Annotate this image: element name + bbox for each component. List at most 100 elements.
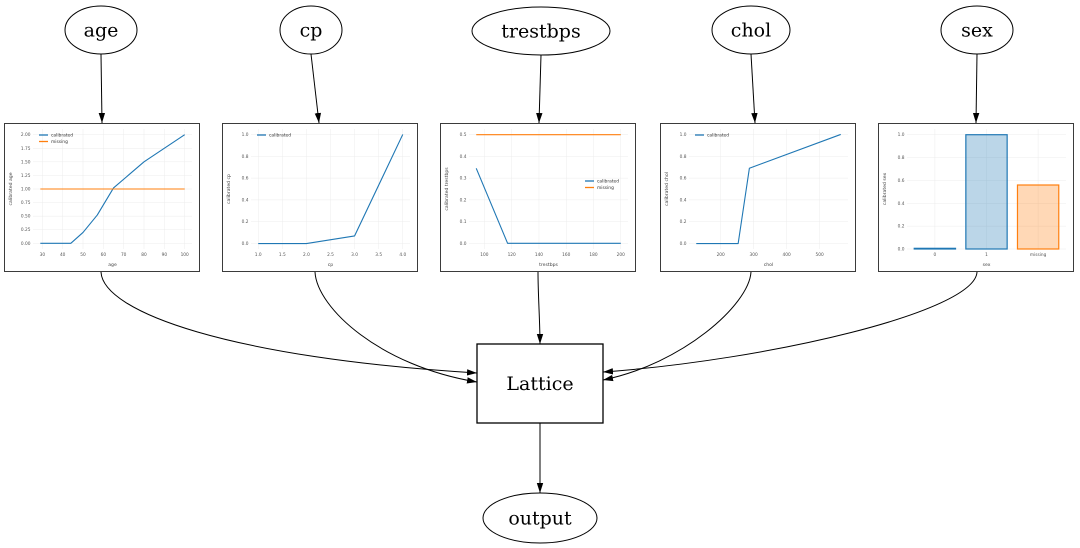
x-tick-label: 100 <box>181 252 189 258</box>
sex-label: sex <box>961 20 993 42</box>
y-tick-label: 1.0 <box>242 132 249 138</box>
series-calibrated <box>696 133 841 245</box>
y-tick-label: 2.00 <box>21 132 31 138</box>
x-tick-label: 90 <box>162 252 168 258</box>
age-label: age <box>84 20 119 42</box>
edge-sex-to-calibrator <box>972 53 980 124</box>
series-calibrated <box>475 168 621 244</box>
output-label: output <box>508 508 572 530</box>
legend-label: calibrated <box>269 133 291 139</box>
output-ellipse <box>482 492 598 544</box>
y-tick-label: 0.0 <box>680 241 687 247</box>
x-tick-label: 0 <box>934 252 937 258</box>
x-tick-label: 1.5 <box>279 252 286 258</box>
y-tick-label: 0.4 <box>680 197 687 203</box>
edge-age-to-calibrator <box>98 53 106 124</box>
x-tick-label: 100 <box>480 252 488 258</box>
y-tick-label: 0.8 <box>898 155 905 161</box>
x-tick-label: 2.0 <box>303 252 310 258</box>
x-tick-label: 30 <box>40 252 46 258</box>
y-tick-label: 0.8 <box>242 154 249 160</box>
y-tick-label: 0.25 <box>21 227 31 233</box>
x-tick-label: 200 <box>717 252 725 258</box>
y-tick-label: 0.6 <box>680 176 687 182</box>
legend: calibrated <box>257 133 291 139</box>
y-axis-label: calibrated trestbps <box>444 167 450 211</box>
x-tick-label: 70 <box>121 252 127 258</box>
edge-calibrator-trestbps-to-lattice <box>536 271 544 345</box>
y-tick-label: 0.0 <box>460 241 467 247</box>
series-calibrated <box>258 134 404 245</box>
chol-label: chol <box>731 20 771 42</box>
y-tick-label: 0.5 <box>460 132 467 138</box>
node-lattice: Lattice <box>476 343 604 424</box>
y-tick-label: 0.00 <box>21 241 31 247</box>
x-tick-label: 120 <box>508 252 516 258</box>
x-tick-label: 400 <box>783 252 791 258</box>
legend-label: calibrated <box>707 133 729 139</box>
x-tick-label: 500 <box>816 252 824 258</box>
x-tick-label: 300 <box>750 252 758 258</box>
y-axis-label: calibrated chol <box>664 172 670 206</box>
edge-cp-to-calibrator <box>310 53 322 124</box>
node-cp: cp <box>279 5 343 55</box>
x-tick-label: 60 <box>101 252 107 258</box>
gridlines <box>689 129 848 249</box>
y-tick-label: 0.0 <box>898 247 905 253</box>
gridlines <box>251 129 410 249</box>
lattice-label: Lattice <box>506 373 573 395</box>
y-tick-label: 1.00 <box>21 187 31 193</box>
node-sex: sex <box>940 5 1014 55</box>
x-tick-label: 50 <box>80 252 86 258</box>
y-tick-label: 0.6 <box>242 176 249 182</box>
x-tick-label: 1 <box>985 252 988 258</box>
series-calibrated <box>40 134 185 244</box>
x-tick-label: 2.5 <box>327 252 334 258</box>
y-tick-label: 0.2 <box>242 219 249 225</box>
node-trestbps: trestbps <box>471 6 611 56</box>
y-tick-label: 0.50 <box>21 214 31 220</box>
legend: calibrated <box>695 133 729 139</box>
x-tick-label: missing <box>1030 252 1047 258</box>
edge-calibrator-cp-to-lattice <box>314 271 478 384</box>
x-tick-label: 4.0 <box>399 252 406 258</box>
x-tick-label: 3.5 <box>375 252 382 258</box>
edge-calibrator-chol-to-lattice <box>602 271 752 382</box>
y-tick-label: 0.2 <box>898 224 905 230</box>
legend-label: calibrated <box>51 133 73 139</box>
y-tick-label: 1.25 <box>21 173 31 179</box>
y-axis-label: calibrated sex <box>882 173 888 206</box>
x-tick-label: 200 <box>617 252 625 258</box>
bar-1 <box>965 134 1008 250</box>
x-tick-label: 3.0 <box>351 252 358 258</box>
edge-calibrator-sex-to-lattice <box>602 271 978 375</box>
y-tick-label: 0.75 <box>21 200 31 206</box>
trestbps-label: trestbps <box>501 21 580 43</box>
y-tick-label: 0.4 <box>898 201 905 207</box>
legend-label: calibrated <box>597 179 619 185</box>
bar-0 <box>913 247 957 250</box>
y-tick-label: 0.8 <box>680 154 687 160</box>
legend-label: missing <box>597 185 614 191</box>
y-tick-label: 1.0 <box>680 132 687 138</box>
x-tick-label: 160 <box>562 252 570 258</box>
legend-label: missing <box>51 139 68 145</box>
y-axis-label: calibrated cp <box>226 174 232 204</box>
node-chol: chol <box>711 5 791 55</box>
y-tick-label: 1.50 <box>21 159 31 165</box>
y-tick-label: 0.6 <box>898 178 905 184</box>
